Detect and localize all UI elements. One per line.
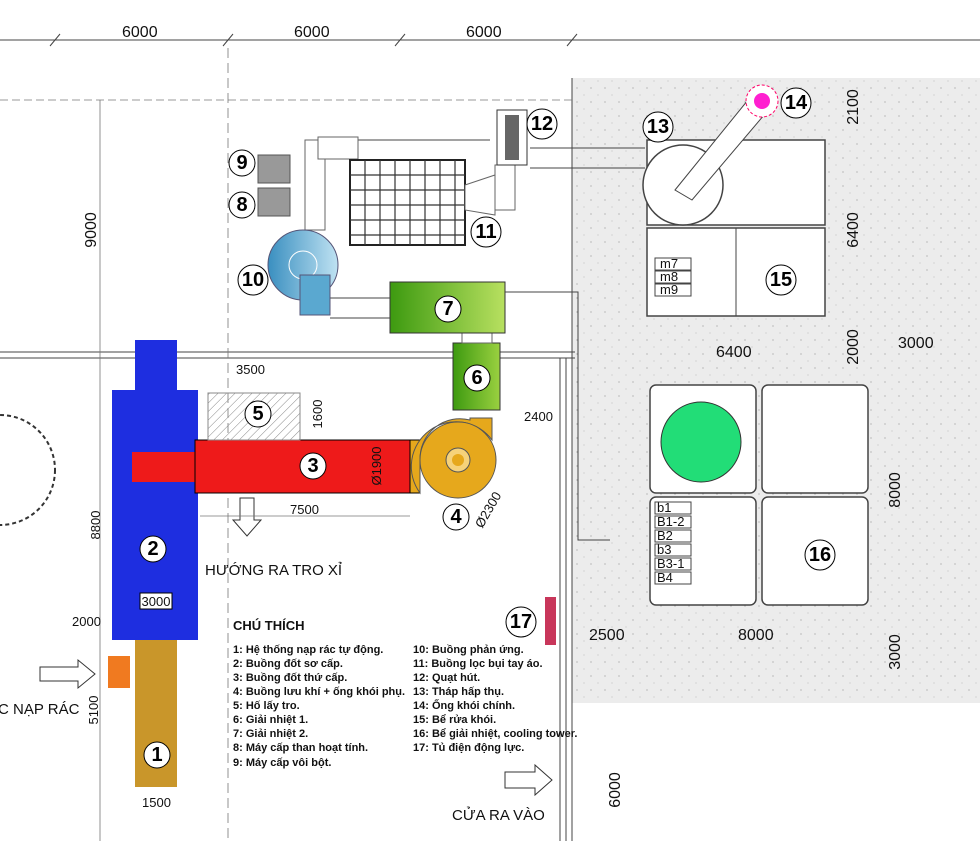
legend-item: 14: Ống khói chính.: [413, 698, 515, 712]
feed-label: C NẠP RÁC: [0, 701, 80, 718]
legend-item: 13: Tháp hấp thụ.: [413, 686, 504, 698]
dim-2100: 2100: [845, 89, 862, 125]
legend-item: 12: Quạt hút.: [413, 672, 480, 684]
label-17: 17: [510, 611, 532, 633]
dim-3500: 3500: [236, 362, 265, 377]
label-10: 10: [242, 269, 264, 291]
legend-item: 10: Buồng phản ứng.: [413, 644, 524, 656]
component-labels: 1 2 3 4 5 6 7 8 9 10 11 12 13 14 15 16 1…: [139, 87, 836, 769]
feed-hopper: [108, 656, 130, 688]
legend-item: 4: Buồng lưu khí + ống khói phụ.: [233, 686, 405, 698]
legend-item: 8: Máy cấp than hoạt tính.: [233, 742, 368, 754]
label-11: 11: [475, 221, 496, 243]
label-7: 7: [442, 298, 453, 320]
power-panel: [545, 597, 556, 645]
legend-item: 17: Tủ điện động lực.: [413, 742, 524, 754]
dim-2000-right: 2000: [845, 329, 862, 365]
legend-item: 1: Hệ thống nạp rác tự động.: [233, 644, 383, 656]
induced-draft-fan: [496, 109, 528, 166]
label-6: 6: [471, 367, 482, 389]
primary-chamber-stack: [135, 340, 177, 392]
legend-item: 3: Buồng đốt thứ cấp.: [233, 672, 347, 684]
tank-b3-1: B3-1: [657, 556, 684, 571]
feeder-ring: [0, 414, 56, 526]
dim-top-1: 6000: [122, 24, 158, 41]
main-stack: [754, 93, 770, 109]
entrance-label: CỬA RA VÀO: [452, 806, 545, 824]
label-12: 12: [531, 113, 553, 135]
secondary-chamber-inlet: [132, 452, 198, 482]
ash-exit-label: HƯỚNG RA TRO XỈ: [205, 562, 342, 579]
label-3: 3: [307, 455, 318, 477]
legend: CHÚ THÍCH 1: Hệ thống nạp rác tự động. 2…: [233, 618, 577, 769]
label-16: 16: [809, 544, 831, 566]
legend-item: 16: Bể giải nhiệt, cooling tower.: [413, 728, 577, 740]
activated-carbon-feeder: [257, 187, 291, 217]
dim-6400-v: 6400: [845, 212, 862, 248]
entrance-arrow-icon: [504, 763, 553, 797]
label-2: 2: [147, 538, 158, 560]
label-13: 13: [647, 116, 669, 138]
legend-item: 6: Giải nhiệt 1.: [233, 714, 308, 726]
dim-2000-left: 2000: [72, 614, 101, 629]
dim-6400-h: 6400: [716, 344, 752, 361]
ash-arrow-icon: [231, 497, 263, 537]
legend-item: 7: Giải nhiệt 2.: [233, 728, 308, 740]
baghouse-filter: [349, 159, 516, 246]
dim-3000-right: 3000: [898, 335, 934, 352]
dim-8000-v: 8000: [887, 472, 904, 508]
legend-item: 11: Buồng lọc bụi tay áo.: [413, 658, 543, 670]
tank15-labels: m7 m8 m9: [654, 256, 692, 297]
tank-m7: m7: [660, 256, 678, 271]
dim-1600: 1600: [310, 400, 325, 429]
tank-b3: b3: [657, 542, 671, 557]
dim-2400: 2400: [524, 409, 553, 424]
dim-top-3: 6000: [466, 24, 502, 41]
tank-b4: B4: [657, 570, 673, 585]
dim-1500: 1500: [142, 795, 171, 810]
legend-item: 9: Máy cấp vôi bột.: [233, 757, 331, 769]
dim-2500: 2500: [589, 627, 625, 644]
feed-arrow-icon: [39, 658, 96, 690]
dim-7500: 7500: [290, 502, 319, 517]
outdoor-zone-lower: [572, 703, 980, 841]
legend-item: 15: Bể rửa khói.: [413, 714, 496, 726]
dim-8800: 8800: [88, 511, 103, 540]
top-dimension-ticks: [49, 33, 578, 47]
dim-9000: 9000: [83, 212, 100, 248]
label-1: 1: [151, 744, 162, 766]
label-4: 4: [450, 506, 462, 528]
label-9: 9: [236, 152, 247, 174]
dim-6000-v: 6000: [607, 772, 624, 808]
tank16-labels: b1 B1-2 B2 b3 B3-1 B4: [654, 500, 692, 585]
lime-feeder: [257, 154, 291, 184]
label-8: 8: [236, 194, 247, 216]
legend-title: CHÚ THÍCH: [233, 618, 305, 633]
tank-m9: m9: [660, 282, 678, 297]
label-14: 14: [785, 92, 808, 114]
tank-b2: B2: [657, 528, 673, 543]
dim-5100: 5100: [86, 696, 101, 725]
tank-b1-2: B1-2: [657, 514, 684, 529]
dim-2300: Ø2300: [472, 489, 505, 530]
label-5: 5: [252, 403, 263, 425]
dim-8000-h: 8000: [738, 627, 774, 644]
legend-item: 5: Hố lấy tro.: [233, 700, 300, 712]
dim-top-2: 6000: [294, 24, 330, 41]
tank-b1: b1: [657, 500, 671, 515]
tank-m8: m8: [660, 269, 678, 284]
dim-3000-v: 3000: [887, 634, 904, 670]
label-15: 15: [770, 269, 792, 291]
dim-3000-box: 3000: [142, 594, 171, 609]
dim-1900: Ø1900: [369, 446, 384, 485]
legend-item: 2: Buồng đốt sơ cấp.: [233, 658, 343, 670]
